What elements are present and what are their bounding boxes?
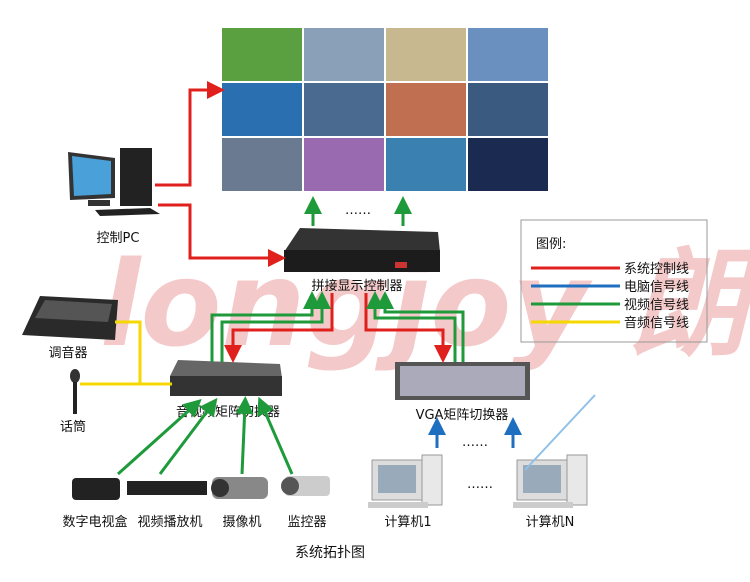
splice-controller — [284, 228, 440, 272]
microphone — [70, 369, 80, 414]
video-wall-screen — [468, 28, 548, 81]
computer-1 — [368, 454, 443, 508]
computer-1-label: 计算机1 — [384, 515, 431, 530]
video-wall-screen — [386, 138, 466, 191]
legend-label: 视频信号线 — [624, 298, 689, 313]
control-pc — [68, 148, 160, 216]
legend-label: 电脑信号线 — [624, 280, 689, 295]
camcorder — [211, 477, 268, 499]
audio-mixer — [22, 296, 118, 340]
video-wall-screen — [222, 138, 302, 191]
computers-ellipsis: …… — [467, 477, 493, 492]
microphone-label: 话筒 — [60, 419, 86, 435]
monitor-camera — [281, 476, 330, 496]
video-wall — [222, 28, 548, 191]
wall-ellipsis: …… — [345, 203, 371, 218]
legend-label: 音频信号线 — [624, 315, 689, 331]
camcorder-label: 摄像机 — [222, 515, 261, 530]
diagram-caption: 系统拓扑图 — [295, 545, 365, 561]
video-wall-screen — [468, 138, 548, 191]
video-wall-screen — [468, 83, 548, 136]
dtv-box-label: 数字电视盒 — [62, 514, 127, 530]
connections — [80, 81, 596, 476]
video-wall-screen — [304, 83, 384, 136]
video-player-label: 视频播放机 — [137, 515, 202, 530]
video-wall-screen — [304, 28, 384, 81]
video-wall-screen — [222, 28, 302, 81]
computer-n — [513, 454, 588, 508]
computer-n-label: 计算机N — [526, 515, 575, 530]
video-player — [127, 481, 207, 495]
video-wall-screen — [304, 138, 384, 191]
control-pc-label: 控制PC — [97, 231, 140, 246]
video-wall-screen — [222, 83, 302, 136]
video-wall-screen — [386, 28, 466, 81]
legend-label: 系统控制线 — [624, 262, 689, 277]
mixer-label: 调音器 — [48, 345, 87, 361]
vga-matrix-switcher — [395, 362, 530, 400]
monitor-camera-label: 监控器 — [287, 515, 326, 530]
legend-title: 图例: — [536, 237, 566, 252]
splice-controller-label: 拼接显示控制器 — [311, 278, 402, 294]
video-wall-screen — [386, 83, 466, 136]
vga-ellipsis: …… — [462, 435, 488, 450]
vga-matrix-label: VGA矩阵切换器 — [416, 408, 509, 423]
av-matrix-switcher — [170, 360, 282, 396]
dtv-box — [72, 478, 120, 500]
